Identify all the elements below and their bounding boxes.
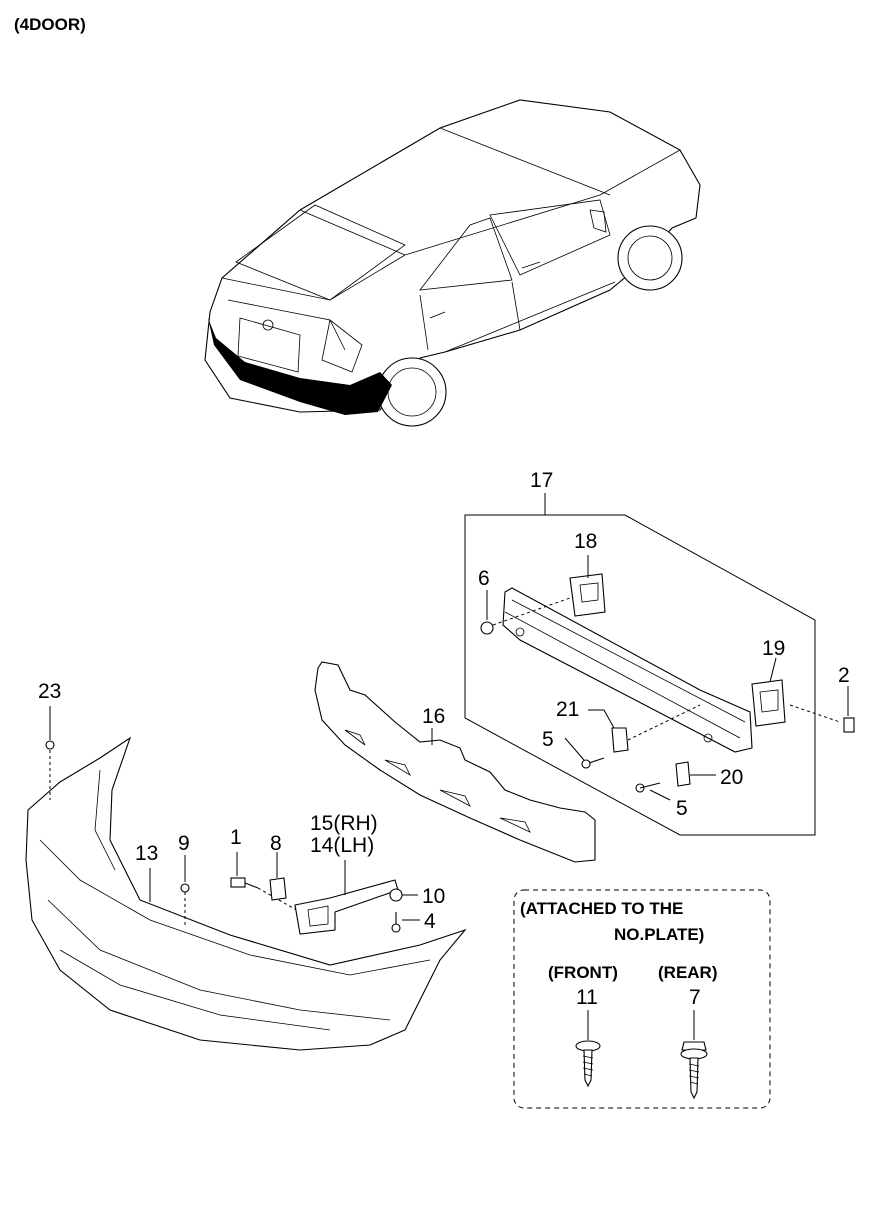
- screw-5a: [564, 737, 605, 769]
- label-4: 4: [424, 910, 436, 933]
- label-15: 15(RH): [310, 812, 378, 835]
- clip-20: [675, 761, 691, 787]
- retainer-23: [45, 706, 55, 800]
- label-8: 8: [270, 832, 282, 855]
- screw-4: [391, 912, 420, 933]
- label-23: 23: [38, 680, 61, 703]
- screw-11: [575, 1010, 601, 1088]
- screw-7: [680, 1010, 708, 1100]
- label-13: 13: [135, 842, 158, 865]
- label-17: 17: [530, 469, 553, 492]
- bolt-2: [789, 686, 855, 733]
- plate-box-title-line1: (ATTACHED TO THE: [520, 899, 683, 918]
- label-5b: 5: [676, 797, 688, 820]
- label-18: 18: [574, 530, 597, 553]
- car-illustration: [204, 99, 701, 427]
- label-14: 14(LH): [310, 834, 374, 857]
- label-5a: 5: [542, 728, 554, 751]
- rear-bumper-highlight: [208, 318, 392, 415]
- bracket-8: [269, 852, 287, 901]
- label-6: 6: [478, 567, 490, 590]
- reinforcement-beam: [502, 587, 753, 753]
- no-plate-box: (ATTACHED TO THE NO.PLATE) (FRONT) (REAR…: [513, 889, 771, 1109]
- label-21: 21: [556, 698, 579, 721]
- variant-label: (4DOOR): [14, 15, 86, 34]
- front-part-number: 11: [576, 986, 598, 1009]
- side-bracket-14-15: [294, 879, 399, 935]
- bracket-18: [569, 573, 606, 617]
- label-16: 16: [422, 705, 445, 728]
- bracket-21: [611, 727, 629, 753]
- label-9: 9: [178, 832, 190, 855]
- bumper-cover-13: [25, 736, 467, 1051]
- assembly-17-frame: [464, 514, 816, 836]
- rear-part-number: 7: [689, 986, 701, 1009]
- label-1: 1: [230, 826, 242, 849]
- label-2: 2: [838, 664, 850, 687]
- label-10: 10: [422, 885, 445, 908]
- screw-5b: [635, 782, 671, 801]
- plate-box-title-line2: NO.PLATE): [614, 925, 704, 944]
- clip-9: [180, 855, 190, 925]
- front-label: (FRONT): [548, 963, 618, 982]
- nut-6: [480, 590, 571, 635]
- bolt-1: [230, 852, 301, 913]
- label-20: 20: [720, 766, 743, 789]
- part-number-labels: 17 18 6 19 2 16 21 5 20 5 23 13 9 1 8 15…: [38, 469, 850, 933]
- rear-label: (REAR): [658, 963, 718, 982]
- bracket-19: [751, 679, 786, 727]
- energy-absorber-16: [314, 661, 596, 863]
- label-19: 19: [762, 637, 785, 660]
- nut-10: [389, 888, 418, 902]
